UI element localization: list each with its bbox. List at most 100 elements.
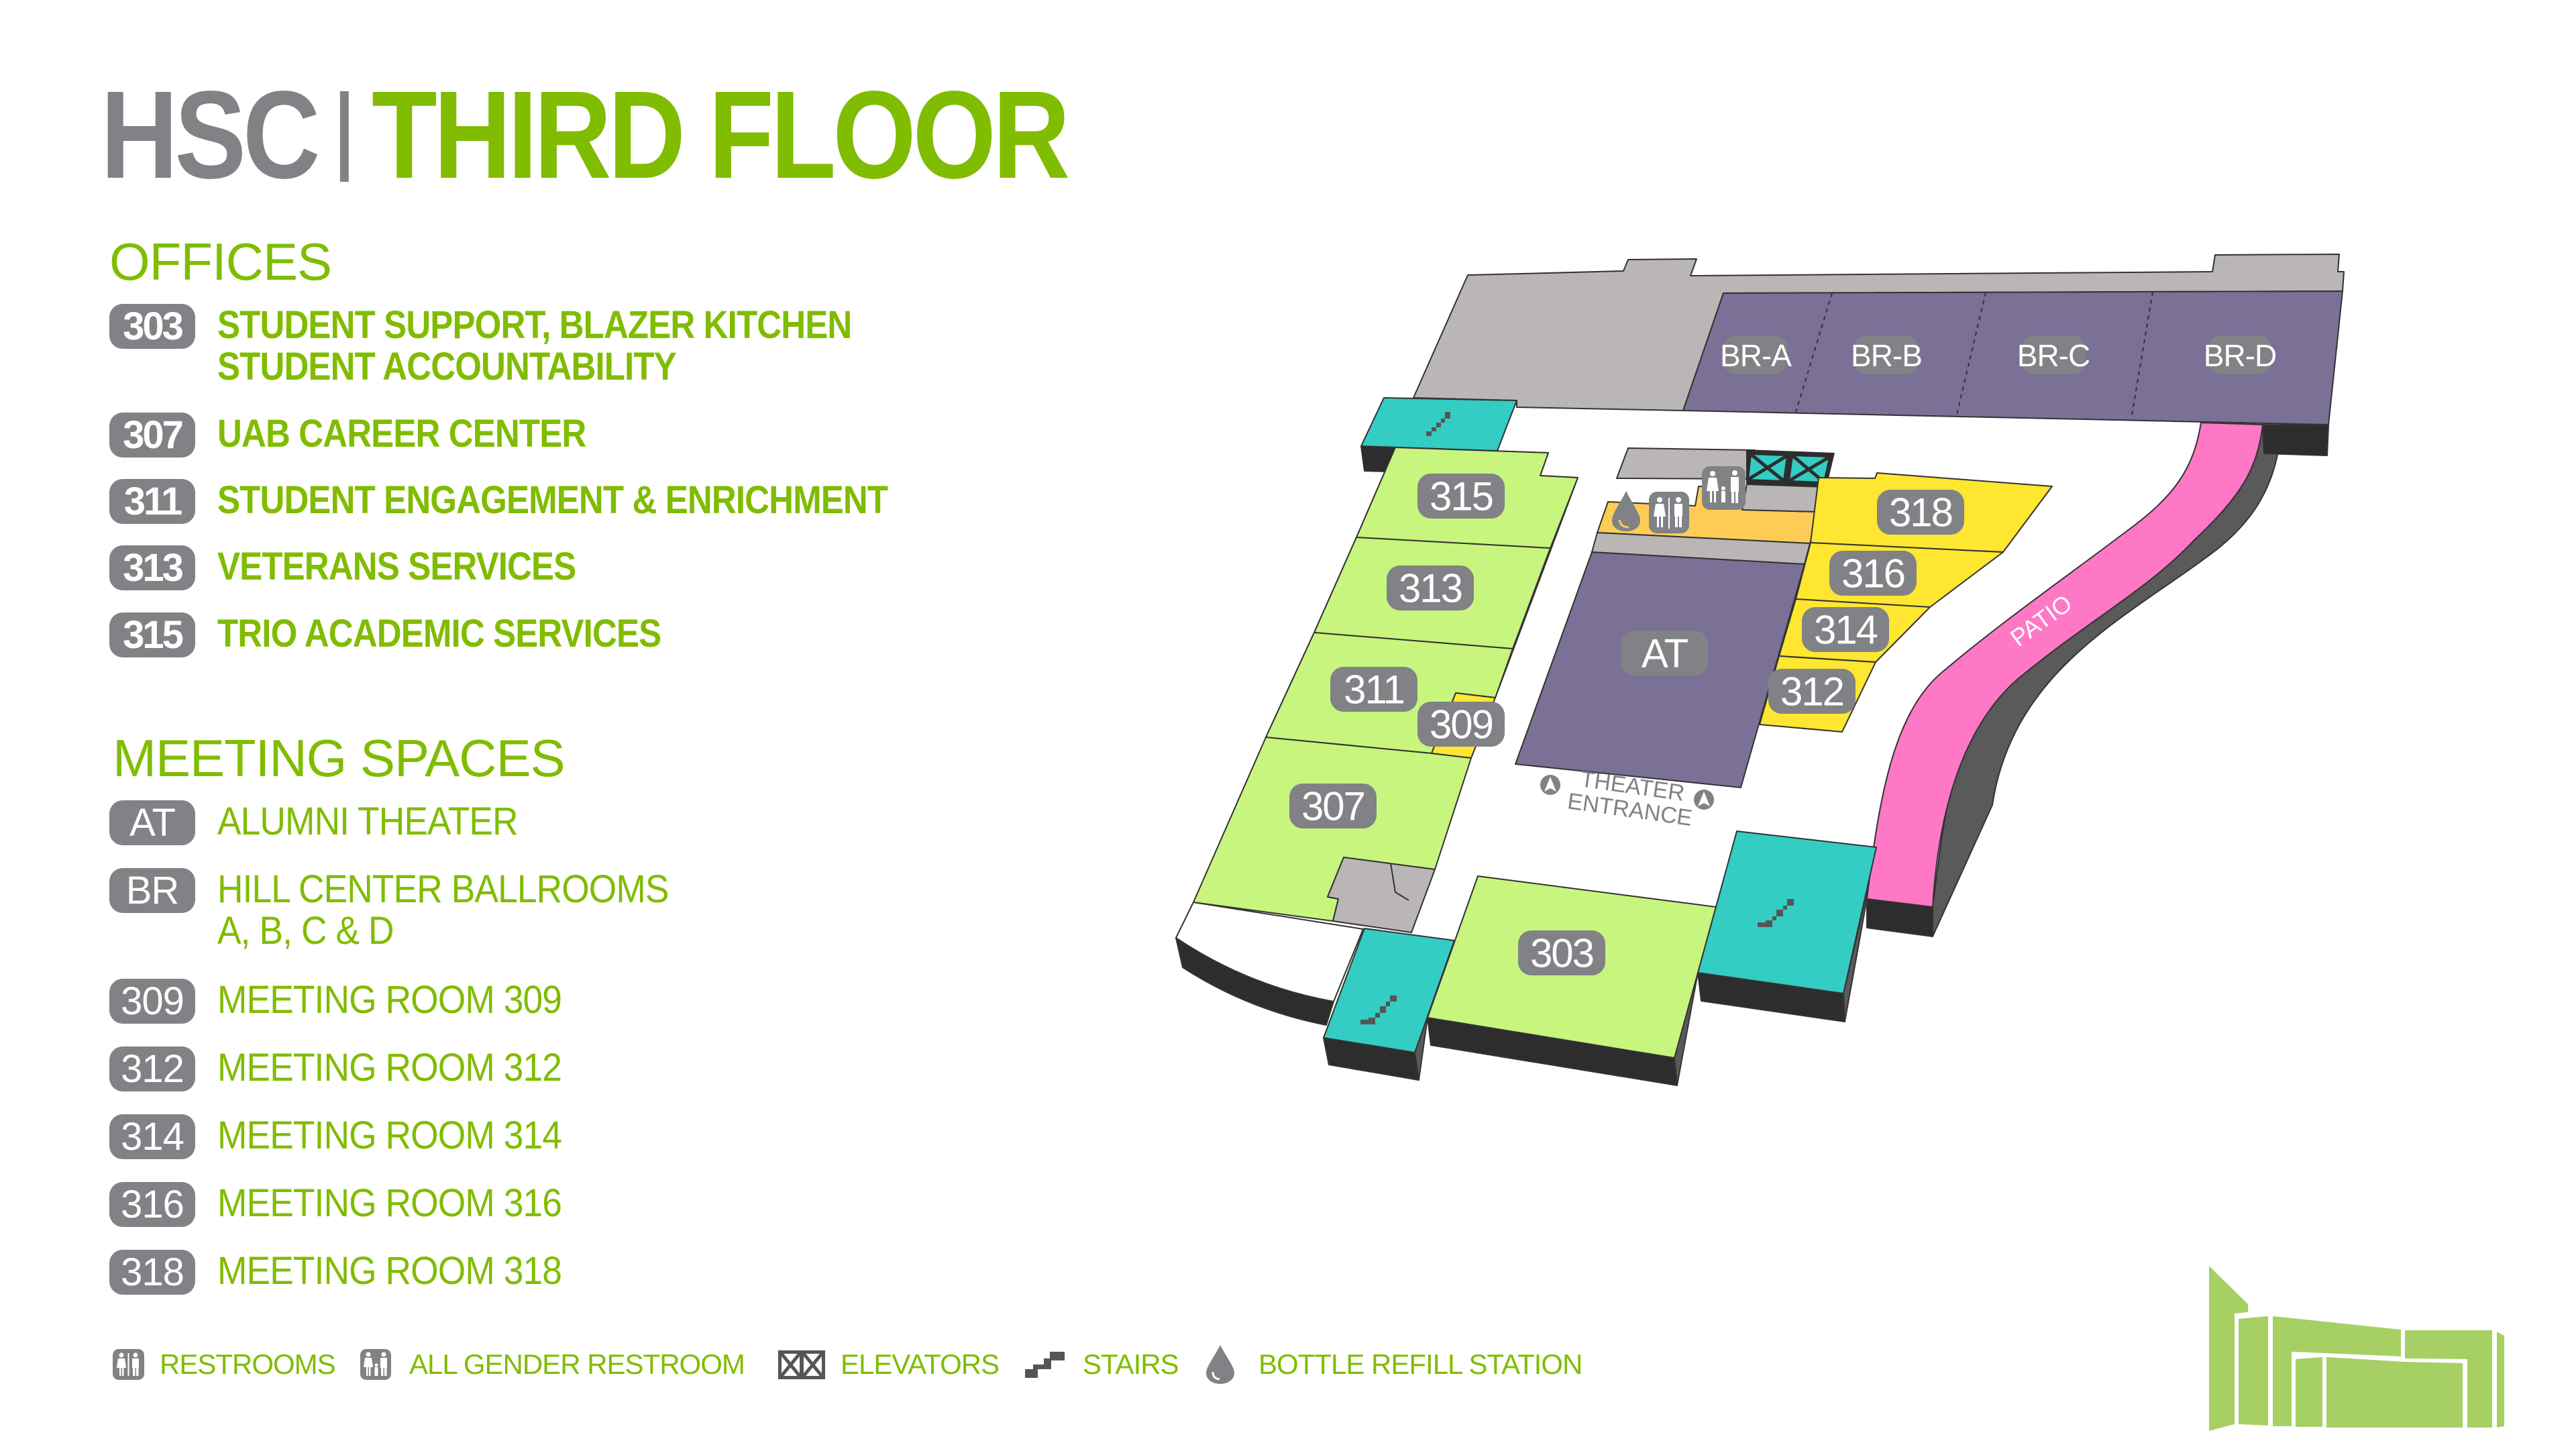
svg-text:BR-C: BR-C: [2017, 338, 2090, 373]
legend-all-gender-restroom: ALL GENDER RESTROOM: [360, 1347, 745, 1382]
room-label-318: 318: [1877, 490, 1964, 535]
meeting-space-name: MEETING ROOM 312: [217, 1046, 562, 1089]
service-core: [1741, 484, 1827, 513]
elevator-icon: [778, 1350, 825, 1379]
office-name: STUDENT SUPPORT, BLAZER KITCHEN STUDENT …: [217, 303, 852, 388]
room-badge: BR: [109, 868, 195, 913]
service-area: [1413, 254, 2345, 411]
room-label-307: 307: [1289, 784, 1377, 829]
floor-name: THIRD FLOOR: [371, 66, 1070, 205]
meeting-space-name: MEETING ROOM 316: [217, 1181, 562, 1225]
meeting-entry-316[interactable]: 316 MEETING ROOM 316: [109, 1182, 592, 1227]
room-badge: 314: [109, 1114, 195, 1159]
water-drop-icon: [1206, 1345, 1234, 1384]
meeting-entry-at[interactable]: AT ALUMNI THEATER: [109, 800, 544, 845]
office-name: STUDENT ENGAGEMENT & ENRICHMENT: [217, 478, 888, 522]
legend-bottle-refill: BOTTLE REFILL STATION: [1206, 1345, 1582, 1384]
room-badge: 307: [109, 413, 195, 458]
building-name: HSC: [101, 66, 320, 205]
office-entry-313[interactable]: 313 VETERANS SERVICES: [109, 545, 625, 590]
svg-text:312: 312: [1780, 669, 1843, 714]
stairs-icon: [1360, 996, 1397, 1024]
room-label-312: 312: [1768, 669, 1856, 714]
svg-text:BR-D: BR-D: [2204, 338, 2276, 373]
restroom-icon: [1649, 492, 1689, 533]
ballroom-divider: [2131, 291, 2153, 419]
patio[interactable]: [1866, 422, 2263, 908]
office-entry-307[interactable]: 307 UAB CAREER CENTER: [109, 413, 636, 458]
ballrooms[interactable]: [1682, 290, 2343, 425]
floor-walkway: [1175, 902, 1364, 1002]
stairs-southeast[interactable]: [1697, 830, 1877, 994]
water-drop-icon: [1612, 491, 1640, 531]
svg-text:BR-B: BR-B: [1851, 338, 1922, 373]
room-badge: 309: [109, 979, 195, 1024]
room-badge: 316: [109, 1182, 195, 1227]
room-label-316: 316: [1829, 551, 1917, 596]
stairs-icon: [1758, 899, 1794, 927]
room-label-at: AT: [1621, 631, 1708, 676]
meeting-space-name: MEETING ROOM 309: [217, 978, 562, 1022]
svg-text:313: 313: [1399, 566, 1462, 611]
ballroom-extrusion: [2262, 424, 2329, 456]
meeting-space-name-line2: A, B, C & D: [217, 909, 394, 953]
entrance-arrow-icon: [1540, 775, 1560, 795]
office-name: VETERANS SERVICES: [217, 545, 576, 588]
svg-text:314: 314: [1814, 608, 1878, 653]
legend-label: ELEVATORS: [841, 1348, 1000, 1380]
building-logo-icon: [2209, 1266, 2504, 1431]
legend-label: STAIRS: [1083, 1348, 1179, 1380]
office-entry-315[interactable]: 315 TRIO ACADEMIC SERVICES: [109, 612, 721, 657]
legend-stairs: STAIRS: [1025, 1347, 1179, 1382]
office-name: UAB CAREER CENTER: [217, 412, 586, 455]
legend-label: RESTROOMS: [160, 1348, 336, 1380]
svg-text:311: 311: [1344, 667, 1404, 712]
room-label-br-a: BR-A: [1720, 335, 1792, 374]
room-label-303: 303: [1518, 930, 1605, 976]
room-badge: 311: [109, 479, 195, 524]
offices-heading: OFFICES: [109, 232, 332, 291]
meeting-entry-314[interactable]: 314 MEETING ROOM 314: [109, 1114, 592, 1159]
meeting-entry-318[interactable]: 318 MEETING ROOM 318: [109, 1250, 592, 1295]
meeting-space-name: MEETING ROOM 318: [217, 1249, 562, 1293]
svg-text:303: 303: [1530, 931, 1593, 976]
svg-text:BR-A: BR-A: [1720, 338, 1792, 373]
meeting-space-name: ALUMNI THEATER: [217, 800, 519, 843]
restroom-partition: [1390, 863, 1409, 901]
legend-elevators: ELEVATORS: [778, 1347, 1000, 1382]
meeting-entry-312[interactable]: 312 MEETING ROOM 312: [109, 1046, 592, 1091]
room-label-br-d: BR-D: [2204, 335, 2277, 374]
meeting-entry-br[interactable]: BR HILL CENTER BALLROOMS A, B, C & D: [109, 868, 708, 952]
restroom-area: [1327, 857, 1436, 933]
meeting-space-name: HILL CENTER BALLROOMS A, B, C & D: [217, 869, 669, 952]
room-label-311: 311: [1330, 667, 1417, 712]
room-label-313: 313: [1387, 566, 1474, 611]
meeting-entry-309[interactable]: 309 MEETING ROOM 309: [109, 979, 592, 1024]
office-entry-311[interactable]: 311 STUDENT ENGAGEMENT & ENRICHMENT: [109, 479, 979, 524]
room-badge: 315: [109, 612, 195, 657]
legend-label: ALL GENDER RESTROOM: [409, 1348, 745, 1380]
room-label-br-b: BR-B: [1851, 335, 1923, 374]
all-gender-restroom-icon: [1702, 466, 1746, 510]
stairs-southwest[interactable]: [1323, 928, 1455, 1053]
room-label-309: 309: [1417, 702, 1505, 747]
office-name-line2: STUDENT ACCOUNTABILITY: [217, 345, 677, 388]
stairs-icon: [1025, 1351, 1065, 1378]
all-gender-restroom-icon: [360, 1349, 391, 1380]
meeting-space-name: MEETING ROOM 314: [217, 1114, 562, 1157]
elevator-icon: [1746, 449, 1835, 486]
room-badge: 318: [109, 1250, 195, 1295]
stairs-icon: [1418, 412, 1450, 436]
legend-label: BOTTLE REFILL STATION: [1258, 1348, 1582, 1380]
room-label-314: 314: [1802, 607, 1889, 653]
meeting-space-name-line1: HILL CENTER BALLROOMS: [217, 867, 669, 911]
room-label-br-c: BR-C: [2017, 335, 2090, 374]
office-name-line1: STUDENT SUPPORT, BLAZER KITCHEN: [217, 303, 852, 347]
room-badge: AT: [109, 800, 195, 845]
office-entry-303[interactable]: 303 STUDENT SUPPORT, BLAZER KITCHEN STUD…: [109, 304, 938, 388]
room-badge: 312: [109, 1046, 195, 1091]
svg-text:307: 307: [1301, 784, 1364, 829]
meeting-spaces-heading: MEETING SPACES: [113, 729, 566, 788]
